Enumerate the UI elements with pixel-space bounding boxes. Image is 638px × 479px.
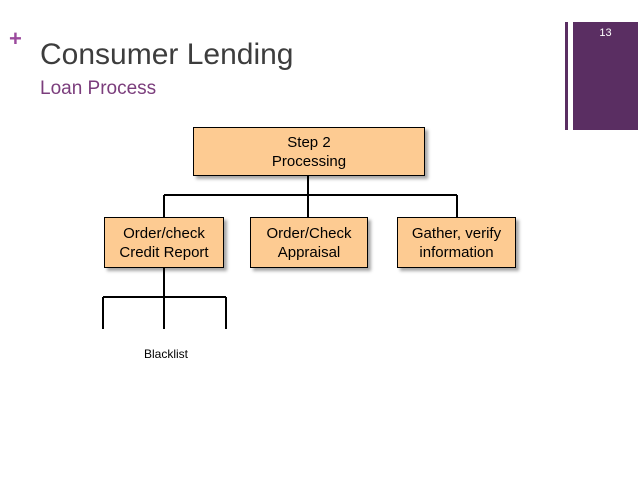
slide-subtitle: Loan Process	[40, 78, 157, 99]
page-number: 13	[599, 27, 612, 39]
plus-icon: +	[9, 26, 22, 51]
node-gather-verify: Gather, verify information	[397, 217, 516, 268]
node-label: Order/check Credit Report	[119, 224, 209, 261]
node-label: Order/Check Appraisal	[266, 224, 352, 261]
node-credit-report: Order/check Credit Report	[104, 217, 224, 268]
node-appraisal: Order/Check Appraisal	[250, 217, 368, 268]
leaf-blacklist: Blacklist	[143, 347, 188, 361]
slide-title: Consumer Lending	[40, 38, 294, 71]
accent-bar-thin	[565, 22, 568, 130]
node-step-2-processing: Step 2 Processing	[193, 127, 425, 176]
node-label: Gather, verify information	[411, 224, 502, 261]
accent-bar-thick	[573, 22, 638, 130]
node-label: Step 2 Processing	[271, 133, 347, 170]
